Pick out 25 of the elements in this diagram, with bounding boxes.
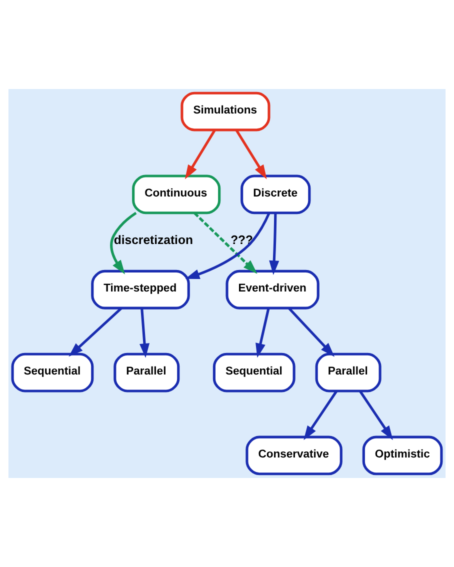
node-box: Time-stepped <box>91 270 190 310</box>
arrow <box>235 129 267 180</box>
edge-label: ??? <box>230 233 254 248</box>
arrow <box>256 308 270 358</box>
node-box: Simulations <box>180 92 270 132</box>
arrow <box>68 307 122 357</box>
arrow <box>288 307 335 357</box>
node-box: Sequential <box>11 352 94 392</box>
arrow <box>185 212 270 279</box>
arrow <box>184 129 216 180</box>
node-box: Event-driven <box>226 270 320 310</box>
arrow <box>304 390 338 440</box>
arrow <box>194 212 258 274</box>
arrow <box>140 308 150 358</box>
node-box: Optimistic <box>362 436 443 476</box>
node-box: Parallel <box>315 352 382 392</box>
arrow <box>359 390 393 440</box>
node-box: Sequential <box>212 352 296 392</box>
node-box: Parallel <box>114 352 180 392</box>
node-box: Continuous <box>132 174 221 214</box>
arrow <box>269 213 280 275</box>
arrow <box>110 212 137 274</box>
edge-label: discretization <box>114 233 193 248</box>
node-box: Discrete <box>240 174 311 214</box>
node-box: Conservative <box>246 436 342 476</box>
